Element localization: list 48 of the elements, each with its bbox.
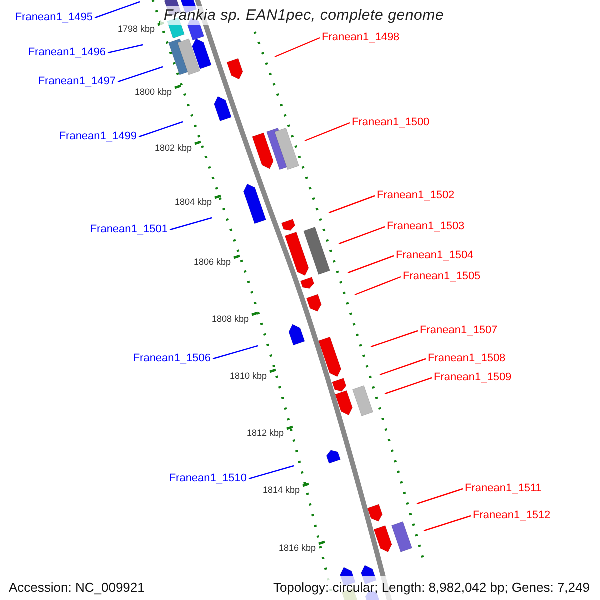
leader-line bbox=[384, 377, 432, 395]
leader-line bbox=[138, 121, 184, 138]
gene-label: Franean1_1499 bbox=[59, 130, 137, 144]
footer-text: Accession: NC_009921 bbox=[9, 580, 145, 595]
leader-line bbox=[108, 44, 144, 54]
position-label: 1798 kbp bbox=[118, 24, 155, 34]
gene-label: Franean1_1500 bbox=[352, 116, 430, 130]
position-label: 1810 kbp bbox=[230, 371, 267, 381]
position-label: 1808 kbp bbox=[212, 314, 249, 324]
leader-line bbox=[274, 37, 320, 58]
leader-line bbox=[212, 345, 258, 360]
leader-line bbox=[338, 226, 386, 245]
gene-label: Franean1_1507 bbox=[420, 324, 498, 338]
position-label: 1804 kbp bbox=[174, 197, 212, 207]
leader-line bbox=[248, 465, 294, 480]
position-label: 1800 kbp bbox=[134, 87, 172, 97]
position-label: 1806 kbp bbox=[194, 257, 231, 267]
leader-line bbox=[354, 276, 402, 296]
gene-label: Franean1_1497 bbox=[38, 76, 116, 88]
position-label: 1812 kbp bbox=[246, 428, 284, 438]
leader-line bbox=[328, 195, 376, 214]
gene-label: Franean1_1505 bbox=[403, 270, 481, 284]
leader-line bbox=[170, 217, 212, 231]
leader-line bbox=[118, 66, 164, 83]
gene-label: Franean1_1509 bbox=[434, 372, 512, 384]
leader-line bbox=[424, 515, 472, 532]
position-label: 1816 kbp bbox=[278, 543, 316, 553]
leader-line bbox=[380, 358, 426, 376]
gene-label: Franean1_1501 bbox=[90, 224, 168, 236]
gene-label: Franean1_1511 bbox=[465, 482, 542, 496]
leader-line bbox=[416, 488, 464, 505]
leader-line bbox=[348, 255, 394, 274]
gene-label: Franean1_1510 bbox=[169, 472, 247, 486]
position-label: 1814 kbp bbox=[262, 485, 300, 495]
gene-label: Franean1_1502 bbox=[377, 190, 455, 202]
gene-label: Franean1_1504 bbox=[396, 250, 474, 262]
leader-line bbox=[370, 330, 418, 348]
leader-line bbox=[94, 1, 140, 19]
gene-label: Franean1_1512 bbox=[473, 510, 551, 522]
leader-line bbox=[304, 122, 350, 142]
gene-label: Franean1_1496 bbox=[28, 46, 106, 60]
gene-label: Franean1_1495 bbox=[15, 12, 93, 24]
gene-label: Franean1_1506 bbox=[133, 352, 211, 366]
footer-text: Topology: circular; Length: 8,982,042 bp; Genes: 7,249 bbox=[273, 580, 590, 595]
gene-label: Franean1_1498 bbox=[322, 32, 400, 44]
position-label: 1802 kbp bbox=[154, 143, 192, 153]
gene-label: Franean1_1503 bbox=[387, 220, 465, 234]
gene-label: Franean1_1508 bbox=[428, 352, 506, 366]
